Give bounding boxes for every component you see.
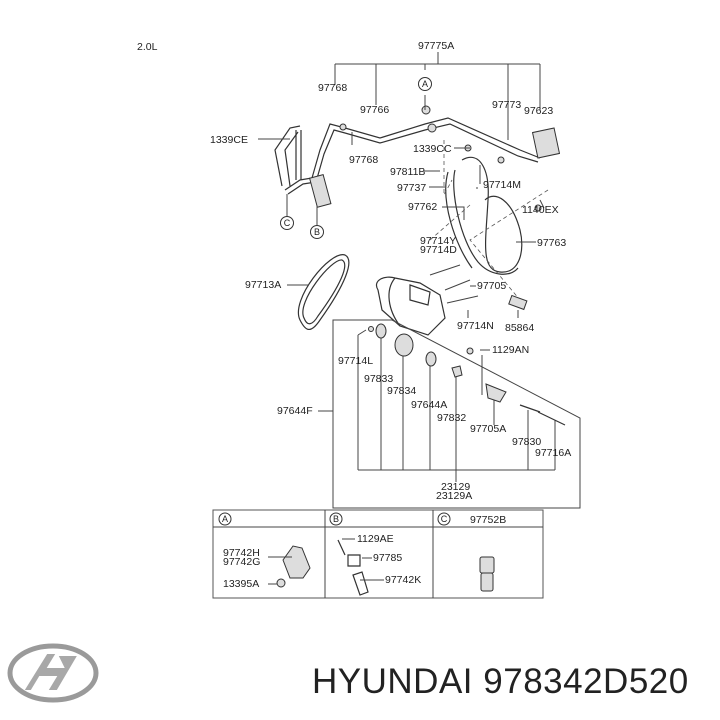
detail-b-97742K: 97742K <box>385 574 421 586</box>
engine-label: 2.0L <box>137 41 158 53</box>
label-97644F: 97644F <box>277 405 313 417</box>
detail-b-97785: 97785 <box>373 552 402 564</box>
label-97830: 97830 <box>512 436 541 448</box>
label-97766: 97766 <box>360 104 389 116</box>
label-97716A: 97716A <box>535 447 571 459</box>
upper-leader-lines <box>258 95 545 243</box>
label-97644A: 97644A <box>411 399 447 411</box>
assembly-leader-lines <box>334 52 541 140</box>
drive-belt <box>297 254 350 330</box>
footer-title: HYUNDAI 978342D520 <box>312 662 689 702</box>
detail-table: A B C 97752B 97742H 97742G 13395A 1129AE… <box>212 509 544 599</box>
detail-a-13395A: 13395A <box>223 578 259 590</box>
label-97623: 97623 <box>524 105 553 117</box>
svg-text:A: A <box>422 79 428 89</box>
label-97763: 97763 <box>537 237 566 249</box>
label-97811B: 97811B <box>390 166 425 178</box>
label-1339CC: 1339CC <box>413 143 452 155</box>
label-97705A: 97705A <box>470 423 506 435</box>
label-97714L: 97714L <box>338 355 373 367</box>
label-97833: 97833 <box>364 373 393 385</box>
label-1339CE: 1339CE <box>210 134 248 146</box>
label-97714M: 97714M <box>483 179 521 191</box>
detail-a-97742H: 97742H <box>223 547 260 559</box>
detail-c-part: 97752B <box>470 514 506 526</box>
label-97768-low: 97768 <box>349 154 378 166</box>
label-23129A: 23129A <box>436 490 472 502</box>
detail-c-header: C <box>441 514 448 524</box>
clutch-parts <box>368 323 566 426</box>
label-97705: 97705 <box>477 280 506 292</box>
label-97713A: 97713A <box>245 279 281 291</box>
label-97768-top: 97768 <box>318 82 347 94</box>
callout-b: B <box>310 206 324 239</box>
label-23129: 23129 <box>441 481 470 493</box>
label-97714D: 97714D <box>420 244 457 256</box>
svg-text:C: C <box>284 218 291 228</box>
clutch-kit-frame <box>318 319 581 509</box>
detail-b-header: B <box>333 514 339 524</box>
label-97773: 97773 <box>492 99 521 111</box>
callout-a: A <box>418 77 432 91</box>
callout-c: C <box>280 194 294 230</box>
svg-text:B: B <box>314 227 320 237</box>
compressor <box>375 264 528 336</box>
label-97832: 97832 <box>437 412 466 424</box>
label-97737: 97737 <box>397 182 426 194</box>
label-97762: 97762 <box>408 201 437 213</box>
label-97834: 97834 <box>387 385 416 397</box>
label-97714Y: 97714Y <box>420 235 456 247</box>
detail-b-1129AE: 1129AE <box>357 533 394 545</box>
label-1140EX: 1140EX <box>522 204 559 216</box>
detail-a-97742G: 97742G <box>223 556 260 568</box>
detail-a-header: A <box>222 514 228 524</box>
label-85864: 85864 <box>505 322 534 334</box>
label-1129AN: 1129AN <box>492 344 529 356</box>
part-number: 978342D520 <box>483 662 689 701</box>
brand-name: HYUNDAI <box>312 662 474 701</box>
compressor-leaders <box>467 285 519 318</box>
assembly-label: 97775A <box>418 40 454 52</box>
label-97714N: 97714N <box>457 320 494 332</box>
